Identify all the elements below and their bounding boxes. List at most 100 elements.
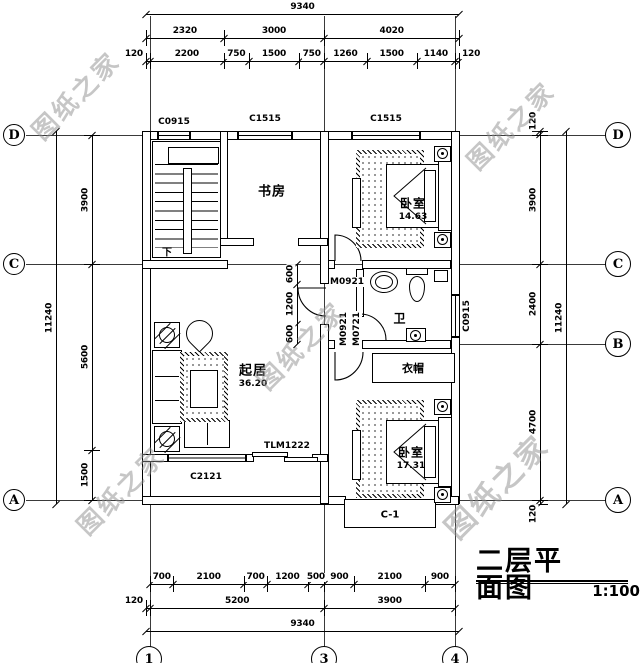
- axis-bubble-left-A: A: [3, 489, 25, 511]
- headboard-bedroom2: [438, 417, 452, 487]
- dimension-value: 120: [528, 503, 539, 525]
- watermark: 图纸之家: [71, 441, 171, 541]
- extension-line: [299, 53, 301, 69]
- toilet-bowl-icon: [409, 276, 425, 302]
- dimension-line: [540, 131, 541, 504]
- dimension-value: 1200: [285, 290, 296, 318]
- dimension-value: 3900: [376, 596, 403, 606]
- room-label-closet: 衣帽: [402, 362, 424, 375]
- bay-window-code: C-1: [380, 509, 400, 521]
- wardrobe-box: [372, 353, 455, 383]
- extension-line: [173, 576, 175, 592]
- window-bedroom1: [352, 131, 420, 140]
- axis-bubble-right-C: C: [605, 251, 631, 277]
- dimension-value: 900: [329, 572, 350, 582]
- axis-bubble-bottom-3: 3: [311, 646, 337, 663]
- axis-bubble-left-D: D: [3, 124, 25, 146]
- wall-right-1: [451, 131, 460, 295]
- drawing-title: 二层平面图: [476, 546, 563, 604]
- extension-line: [223, 30, 225, 46]
- lamp-icon: [437, 489, 448, 500]
- room-label-bedroom1: 卧室: [399, 196, 427, 211]
- stair-rail: [183, 168, 192, 254]
- extension-line: [324, 53, 326, 69]
- dimension-value: 900: [429, 572, 450, 582]
- axis-bubble-bottom-4: 4: [442, 646, 468, 663]
- title-underline: [476, 580, 628, 584]
- extension-line: [459, 30, 460, 46]
- dimension-value: 700: [151, 572, 172, 582]
- axis-line-B: [455, 344, 606, 345]
- extension-line: [532, 134, 548, 136]
- cushion-divider: [207, 423, 208, 445]
- wall-study-left: [220, 131, 228, 246]
- armchair-icon: [180, 314, 219, 353]
- window-code-stairwell: C0915: [157, 117, 191, 127]
- dimension-value: 120: [461, 49, 482, 59]
- axis-line-C: [26, 264, 606, 265]
- dimension-value: 1140: [422, 49, 449, 59]
- dimension-value: 750: [301, 49, 322, 59]
- coffee-table: [190, 370, 218, 408]
- door-code-balcony: TLM1222: [263, 441, 311, 451]
- extension-line: [532, 504, 548, 505]
- lamp-icon: [437, 234, 448, 245]
- door-arc-bath: [359, 313, 387, 341]
- headboard-bedroom1: [438, 161, 452, 231]
- dimension-value: 5600: [80, 344, 91, 371]
- dimension-value: 600: [285, 263, 296, 285]
- dimension-value: 120: [123, 49, 144, 59]
- dimension-value: 1500: [80, 461, 91, 489]
- sofa-main: [152, 350, 182, 424]
- extension-line: [267, 576, 269, 592]
- dimension-line: [146, 38, 459, 39]
- window-stairwell: [158, 131, 190, 140]
- bay-window-box: [344, 499, 436, 528]
- extension-line: [146, 600, 147, 616]
- dimension-value: 700: [245, 572, 266, 582]
- bench-bedroom1: [352, 178, 361, 228]
- room-area-living: 36.20: [238, 379, 268, 389]
- window-code-living: C2121: [189, 472, 223, 482]
- extension-line: [146, 30, 147, 46]
- bed-fold-lines: [393, 167, 427, 225]
- room-label-bedroom2: 卧室: [397, 445, 425, 460]
- axis-bubble-left-C: C: [3, 253, 25, 275]
- wall-top-2: [190, 131, 238, 140]
- bath-cabinet: [434, 270, 448, 282]
- window-study: [238, 131, 292, 140]
- dimension-value: 3000: [260, 26, 288, 36]
- extension-line: [150, 53, 152, 69]
- dimension-value: 11240: [554, 301, 565, 334]
- dimension-line: [146, 61, 459, 62]
- extension-line: [459, 53, 460, 69]
- dimension-line: [150, 584, 455, 585]
- wall-study-bottom-2: [298, 238, 328, 246]
- extension-line: [424, 576, 426, 592]
- dimension-line: [146, 14, 459, 15]
- sliding-door-leaf-2: [284, 457, 318, 462]
- sofa-loveseat: [184, 420, 230, 448]
- extension-line: [84, 450, 100, 452]
- dimension-value: 1500: [260, 49, 288, 59]
- dimension-value: 1500: [378, 49, 405, 59]
- extension-line: [454, 53, 456, 69]
- dimension-value: 120: [123, 596, 144, 606]
- dimension-value: 1200: [274, 572, 301, 582]
- door-code-bedroom1: M0921: [328, 277, 366, 287]
- dimension-line: [146, 608, 455, 609]
- room-area-bedroom2: 17.31: [396, 461, 426, 471]
- extension-line: [223, 53, 225, 69]
- wall-C-left: [142, 260, 228, 269]
- window-bath: [451, 295, 460, 337]
- door-arc-bedroom2: [334, 351, 364, 381]
- dimension-value: 11240: [44, 301, 55, 334]
- pillow-bedroom1: [424, 170, 436, 222]
- extension-line: [150, 576, 151, 592]
- stair-direction-label: 下: [162, 247, 172, 259]
- extension-line: [532, 500, 548, 502]
- toilet-tank-icon: [406, 268, 428, 275]
- lamp-icon: [437, 401, 448, 412]
- wall-study-bottom-1: [220, 238, 254, 246]
